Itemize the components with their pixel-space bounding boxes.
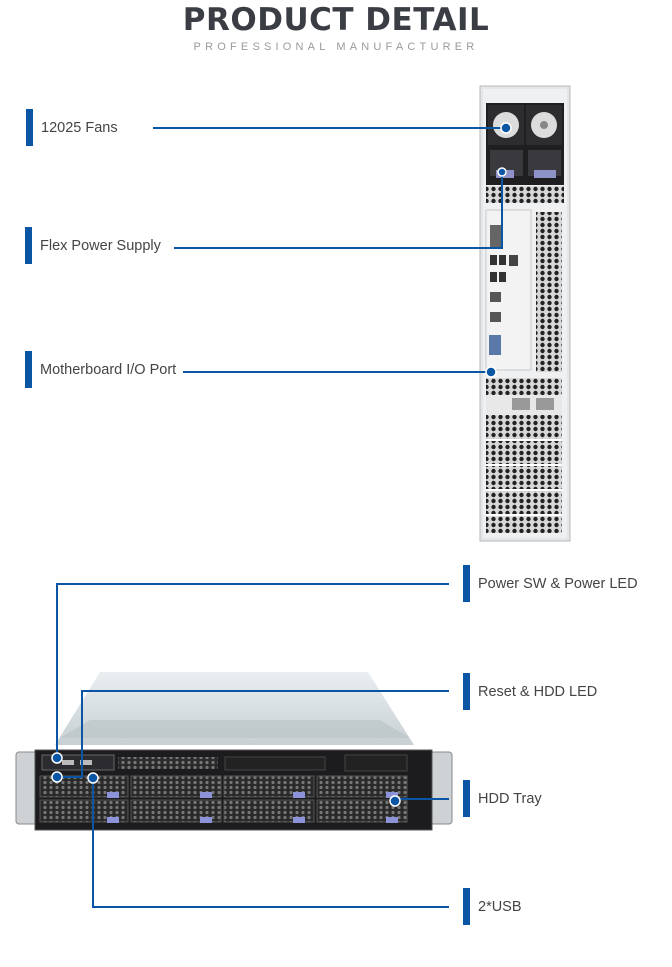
rear-callout-lines (153, 127, 506, 373)
reset-dot (51, 771, 63, 783)
callout-power-supply: Flex Power Supply (25, 227, 161, 264)
callout-hdd-tray: HDD Tray (463, 780, 542, 817)
callout-power-switch: Power SW & Power LED (463, 565, 638, 602)
callout-label: Reset & HDD LED (478, 683, 598, 700)
callout-marker (25, 227, 32, 264)
page-title: PRODUCT DETAIL (182, 2, 490, 38)
callout-io-port: Motherboard I/O Port (25, 351, 176, 388)
callout-marker (463, 780, 470, 817)
psu-dot (497, 167, 507, 177)
callout-marker (26, 109, 33, 146)
callout-reset: Reset & HDD LED (463, 673, 597, 710)
callout-label: Flex Power Supply (40, 237, 161, 254)
hdd-trays (39, 775, 408, 823)
usb-dot (87, 772, 99, 784)
callout-label: 12025 Fans (41, 119, 118, 136)
power-switch-dot (51, 752, 63, 764)
callout-marker (463, 673, 470, 710)
callout-marker (463, 565, 470, 602)
callout-label: Motherboard I/O Port (40, 361, 177, 378)
callout-marker (463, 888, 470, 925)
hdd-tray-dot (389, 795, 401, 807)
rear-chassis (479, 85, 571, 542)
callout-marker (25, 351, 32, 388)
page-subtitle: PROFESSIONAL MANUFACTURER (193, 41, 479, 53)
io-dot (485, 366, 497, 378)
fans-dot (500, 122, 512, 134)
callout-label: HDD Tray (478, 790, 542, 807)
callout-label: Power SW & Power LED (478, 575, 638, 592)
callout-fans: 12025 Fans (26, 109, 118, 146)
front-callout-lines (56, 583, 449, 908)
callout-usb: 2*USB (463, 888, 522, 925)
callout-label: 2*USB (478, 898, 522, 915)
